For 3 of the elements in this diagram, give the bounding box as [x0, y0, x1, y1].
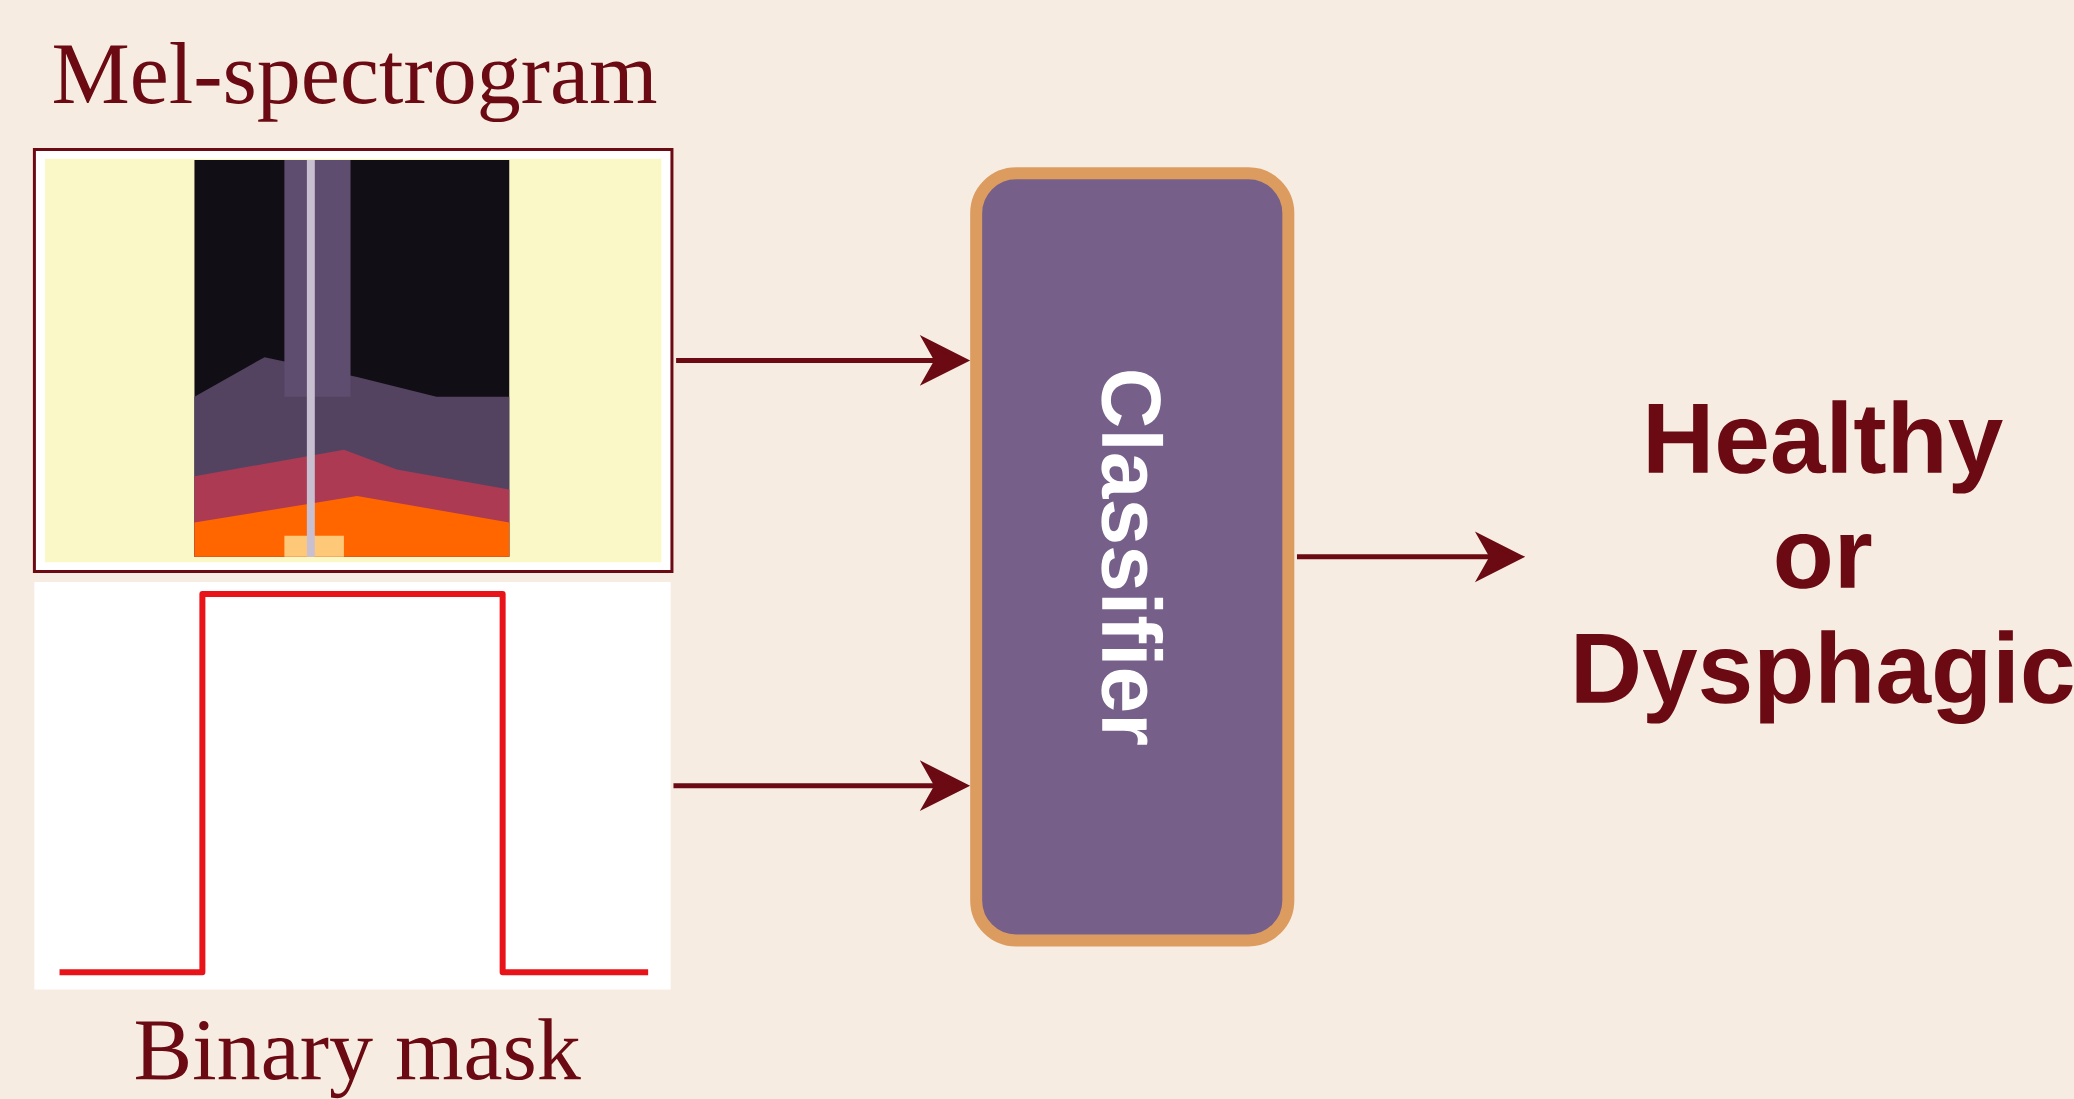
panel-title: Mel-spectrogram [54, 41, 657, 122]
panel-title: Binary mask [136, 1018, 581, 1099]
output-label: Healthy or Dysphagic [1576, 400, 2073, 724]
